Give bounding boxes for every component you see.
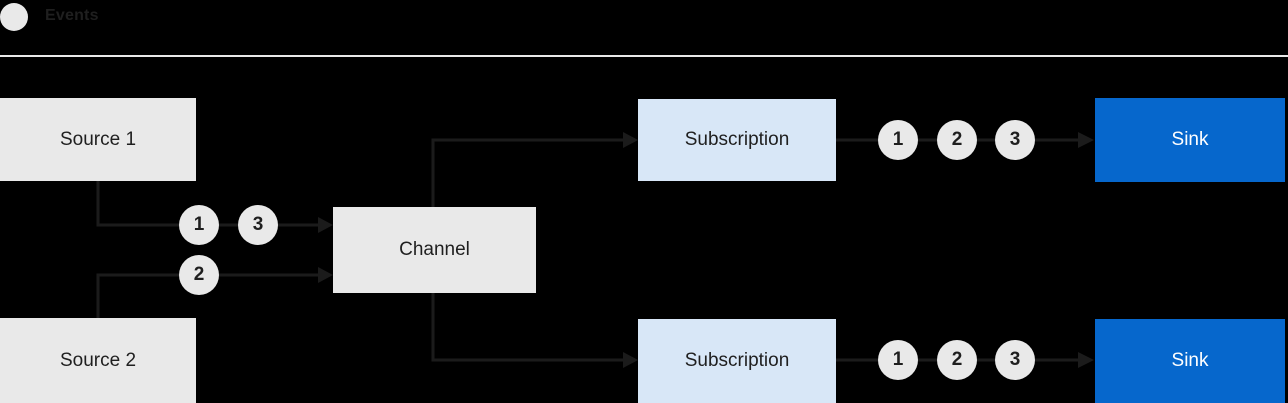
arrowhead-subscription-bottom-to-sink [1078, 352, 1094, 368]
event-badge: 3 [995, 340, 1035, 380]
node-subscription-top: Subscription [638, 99, 836, 181]
node-label: Source 1 [59, 128, 137, 150]
event-badge: 1 [878, 120, 918, 160]
node-subscription-bottom: Subscription [638, 319, 836, 403]
node-label: Sink [1171, 350, 1209, 371]
node-label: Sink [1171, 129, 1209, 150]
event-badge: 2 [179, 255, 219, 295]
event-badge: 2 [937, 120, 977, 160]
node-source-2: Source 2 [0, 318, 196, 403]
node-label: Subscription [684, 129, 790, 150]
event-badge: 1 [878, 340, 918, 380]
line-source2-to-channel [96, 273, 318, 318]
event-badge: 3 [995, 120, 1035, 160]
event-circle-icon [0, 3, 28, 31]
arrowhead-subscription-top-to-sink [1078, 132, 1094, 148]
node-channel: Channel [333, 207, 536, 293]
node-label: Subscription [684, 350, 790, 371]
line-channel-to-subscription-top [431, 138, 623, 207]
line-channel-to-subscription-bottom [431, 293, 623, 362]
legend-label: Events [45, 7, 99, 24]
event-badge: 3 [238, 205, 278, 245]
node-sink-top: Sink [1095, 98, 1285, 182]
arrowhead-channel-to-subscription-bottom [623, 352, 638, 368]
arrowhead-channel-to-subscription-top [623, 132, 638, 148]
divider [0, 55, 1288, 57]
event-badge: 2 [937, 340, 977, 380]
node-source-1: Source 1 [0, 98, 196, 181]
arrowhead-source2-to-channel [318, 267, 333, 283]
node-label: Source 2 [59, 349, 137, 371]
arrowhead-source1-to-channel [318, 217, 333, 233]
node-label: Channel [399, 239, 470, 260]
event-badge: 1 [179, 205, 219, 245]
node-sink-bottom: Sink [1095, 319, 1285, 403]
